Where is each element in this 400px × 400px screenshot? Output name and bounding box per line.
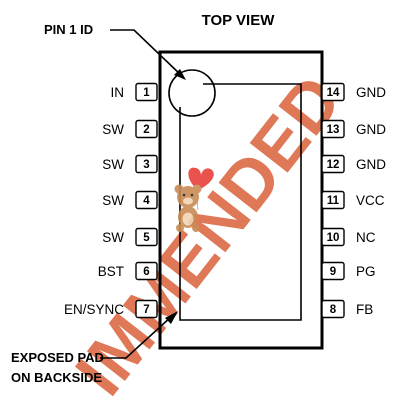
pin-pad-10 — [321, 227, 345, 247]
pin-number-4: 4 — [143, 195, 150, 207]
pin-name-1: IN — [111, 85, 125, 100]
pin-pad-5 — [135, 227, 158, 247]
pin-pad-12 — [321, 154, 345, 174]
pin-name-14: GND — [356, 85, 386, 100]
pin-name-8: FB — [356, 302, 373, 317]
pin-11: 11 VCC — [321, 190, 385, 210]
pin-number-5: 5 — [143, 232, 150, 244]
pin-number-3: 3 — [143, 159, 149, 171]
pin1-id-label: PIN 1 ID — [44, 22, 93, 37]
pin-pad-9 — [321, 261, 345, 281]
pin-name-9: PG — [356, 264, 376, 279]
exposed-pad-arrowhead — [165, 311, 178, 324]
pin-number-10: 10 — [327, 232, 340, 244]
pin-name-4: SW — [102, 193, 124, 208]
exposed-pad-label-line1: EXPOSED PAD — [11, 350, 104, 365]
pin-name-5: SW — [102, 230, 124, 245]
view-title: TOP VIEW — [202, 12, 276, 29]
pin-pad-14 — [321, 82, 345, 102]
pin-name-10: NC — [356, 230, 376, 245]
pin-name-7: EN/SYNC — [64, 302, 124, 317]
pin1-leader-line — [110, 29, 183, 77]
pin-4: 4 SW — [102, 190, 158, 210]
pin-number-9: 9 — [330, 266, 336, 278]
pin-7: 7 EN/SYNC — [64, 299, 158, 319]
pin1-indicator-circle — [168, 69, 216, 117]
pin-pad-1 — [135, 82, 158, 102]
pin-name-3: SW — [102, 157, 124, 172]
pin-1: 1 IN — [111, 82, 158, 102]
heart-balloon-icon — [188, 167, 214, 190]
pin-pad-13 — [321, 119, 345, 139]
pin-number-7: 7 — [143, 304, 149, 316]
pin-number-1: 1 — [143, 87, 150, 99]
pin-pad-8 — [321, 299, 345, 319]
pin-10: 10 NC — [321, 227, 376, 247]
pin1-arrowhead — [174, 69, 186, 80]
pin-2: 2 SW — [102, 119, 158, 139]
pin-14: 14 GND — [321, 82, 386, 102]
pin-9: 9 PG — [321, 261, 376, 281]
pin-8: 8 FB — [321, 299, 373, 319]
pin-pad-6 — [135, 261, 158, 281]
pin-13: 13 GND — [321, 119, 386, 139]
pin-name-2: SW — [102, 122, 124, 137]
pin-name-11: VCC — [356, 193, 385, 208]
pin-3: 3 SW — [102, 154, 158, 174]
pin-5: 5 SW — [102, 227, 158, 247]
pin-number-6: 6 — [143, 266, 149, 278]
pin-number-8: 8 — [330, 304, 337, 316]
exposed-pad-leader-line — [100, 315, 173, 359]
pin-pad-7 — [135, 299, 158, 319]
pin-name-6: BST — [98, 264, 124, 279]
pin-name-12: GND — [356, 157, 386, 172]
pin-number-12: 12 — [327, 159, 340, 171]
pin-6: 6 BST — [98, 261, 158, 281]
pin-number-11: 11 — [327, 195, 340, 207]
pin-pad-3 — [135, 154, 158, 174]
pin-pad-2 — [135, 119, 158, 139]
teddy-bear-icon — [174, 167, 214, 232]
pin-12: 12 GND — [321, 154, 386, 174]
exposed-pad-outline — [179, 83, 302, 321]
pin-number-14: 14 — [327, 87, 340, 99]
pin-number-2: 2 — [143, 124, 149, 136]
pin-name-13: GND — [356, 122, 386, 137]
exposed-pad-label-line2: ON BACKSIDE — [11, 370, 102, 385]
pin-number-13: 13 — [327, 124, 340, 136]
pin-pad-4 — [135, 190, 158, 210]
pin-pad-11 — [321, 190, 345, 210]
